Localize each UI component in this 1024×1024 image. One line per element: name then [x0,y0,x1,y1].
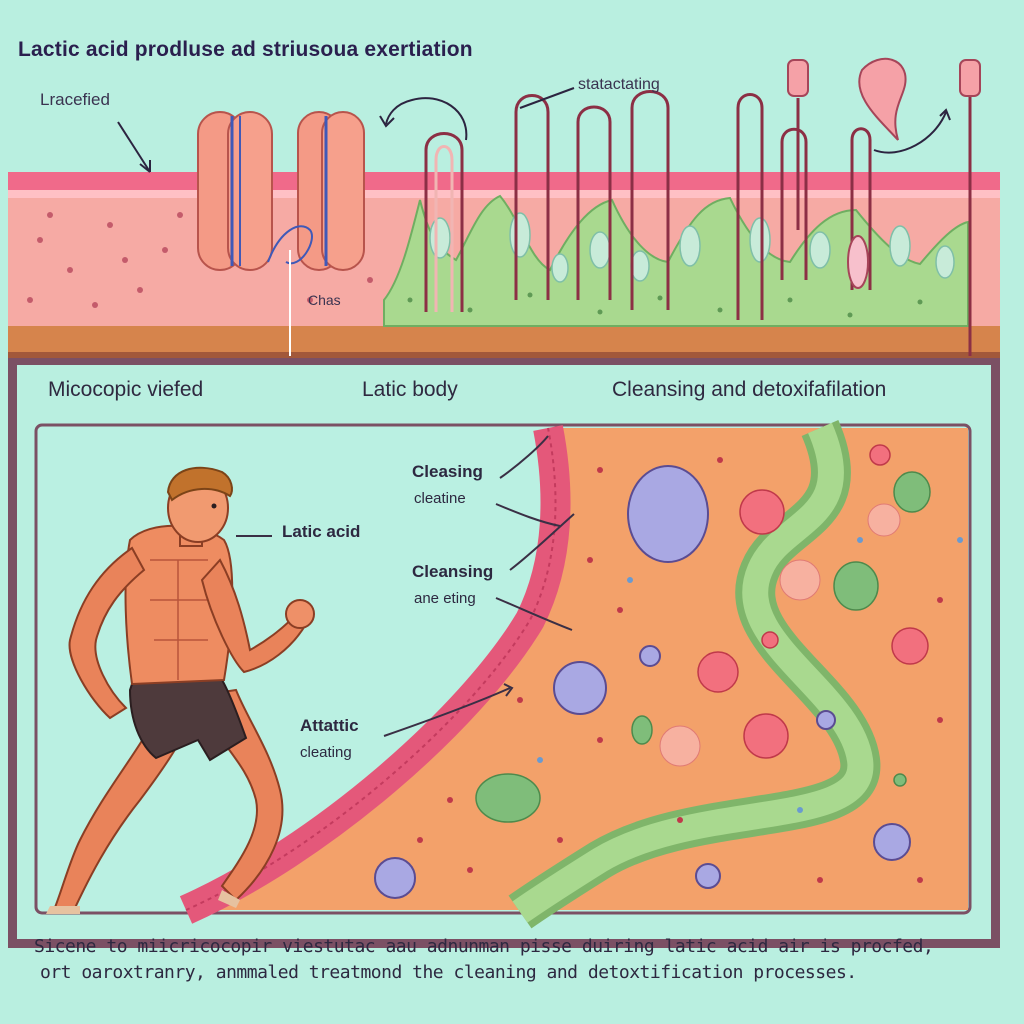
inset-label-cleatine: cleatine [414,490,466,507]
label-chas: Chas [308,292,341,308]
muscle-bundle-right [267,111,365,356]
capillary-loops [424,90,972,356]
section-label-microscopic: Micocopic viefed [48,378,204,401]
label-lracefied: Lracefied [40,90,110,109]
label-statactating: statactating [578,76,660,93]
coil-tips [787,57,981,289]
section-label-cleansing: Cleansing and detoxifafilation [612,378,887,401]
caption-line-1: Sicene to miicricocopir viestutac aau ad… [34,936,934,957]
inset-label-cleasing: Cleasing [412,462,483,481]
inset-label-cleansing: Cleansing [412,562,494,581]
inset-label-latic-acid: Latic acid [282,522,361,541]
inset-callouts [236,435,575,737]
caption-line-2: ort oaroxtranry, anmmaled treatmond the … [40,962,857,983]
green-cell-region [383,194,969,327]
inset-label-cleating: cleating [300,744,352,761]
inset-label-ane-eting: ane eting [414,590,476,607]
muscle-bundle-left [197,111,273,271]
runner-figure [46,466,315,914]
inset-label-attattic: Attattic [300,716,359,735]
top-callouts [117,87,951,173]
section-label-latic-body: Latic body [362,378,458,401]
diagram-title: Lactic acid prodluse ad striusoua exerti… [18,38,473,61]
